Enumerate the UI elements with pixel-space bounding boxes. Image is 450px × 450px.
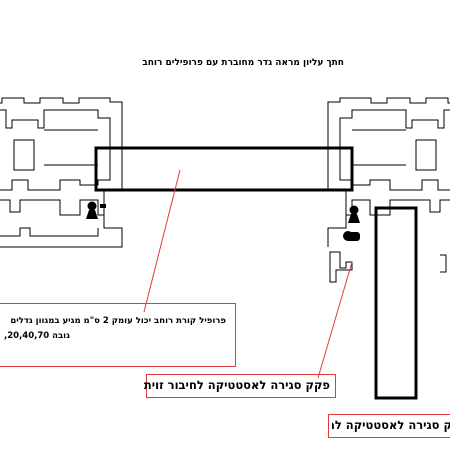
left-profile-inner (0, 109, 111, 191)
cap-leader-line (317, 261, 353, 379)
left-profile-inner-2 (0, 199, 104, 216)
end-cap-callout-box-2 (328, 414, 450, 438)
horizontal-beam (94, 146, 354, 192)
left-keyhole (86, 201, 106, 219)
right-keyhole (348, 205, 360, 223)
profile-note-line1: פרופיל קורת רוחב יכול עומק 2 ס"מ מגיע במ… (10, 316, 226, 326)
right-lower-clip (329, 251, 353, 283)
vertical-end-cap (374, 206, 418, 400)
right-profile-slot (415, 139, 437, 171)
left-profile (0, 97, 123, 248)
note-leader-line (143, 169, 181, 313)
right-profile-inner (339, 109, 450, 191)
profile-note-box (0, 303, 236, 367)
left-profile-slot (13, 139, 35, 171)
diagram-title: חתך עליון מראה גדר מחוברת עם פרופילים רו… (142, 58, 344, 68)
end-cap-callout-box (146, 374, 336, 398)
end-cap-callout-text-2: פקק סגירה לאסטטיקה לחיבור זוית (332, 418, 450, 432)
right-keyhole-2 (343, 231, 360, 241)
profile-note-line2: ,20,40,70 גובה (4, 331, 70, 341)
left-profile-base (0, 227, 99, 237)
right-edge-clip (440, 254, 447, 273)
end-cap-callout-text: פקק סגירה לאסטטיקה לחיבור זוית (143, 378, 330, 392)
left-profile-outline (0, 97, 123, 248)
